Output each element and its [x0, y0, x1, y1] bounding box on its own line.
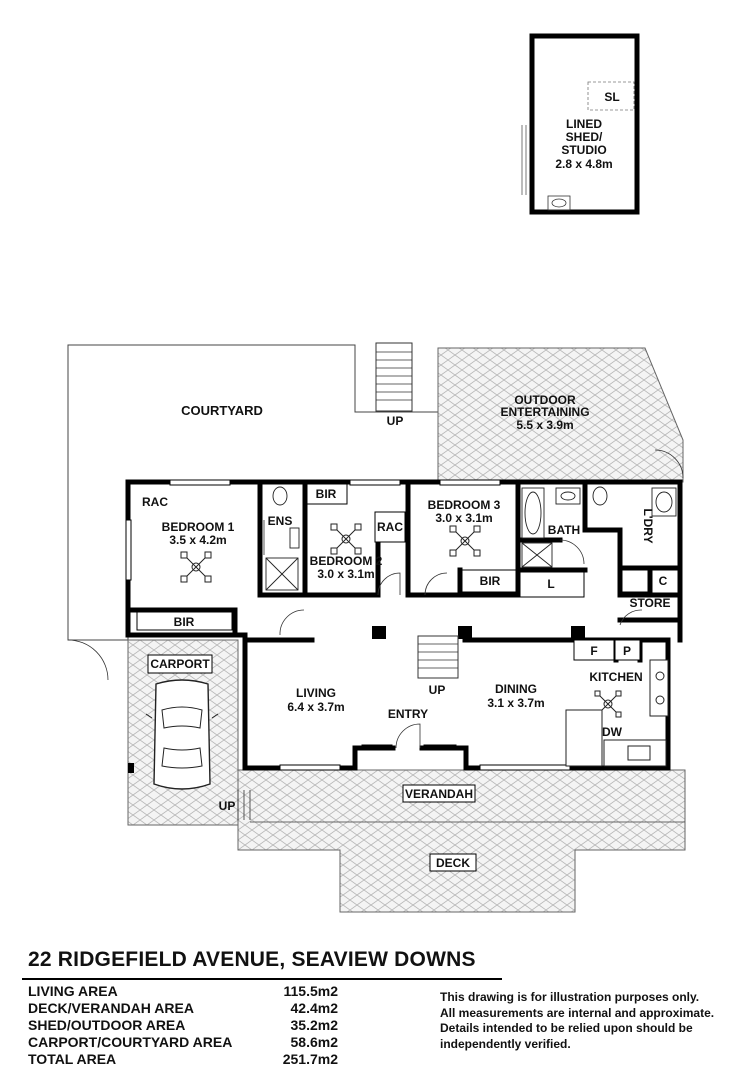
address-underline — [22, 978, 502, 980]
deck-label: DECK — [436, 856, 470, 870]
outdoor-size: 5.5 x 3.9m — [516, 418, 573, 432]
carport-label: CARPORT — [150, 657, 210, 671]
verandah-label: VERANDAH — [405, 787, 473, 801]
bir-label-bedroom2: BIR — [316, 487, 337, 501]
shed-label-line3: STUDIO — [561, 143, 606, 157]
up-label-entry: UP — [429, 683, 446, 697]
car-icon — [145, 679, 219, 790]
living-size: 6.4 x 3.7m — [287, 700, 344, 714]
bedroom3-label: BEDROOM 3 — [428, 498, 501, 512]
bedroom2-label: BEDROOM 2 — [310, 554, 383, 568]
disclaimer-line: Details intended to be relied upon shoul… — [440, 1021, 693, 1035]
ceiling-fan-icons — [180, 523, 622, 718]
stairs-courtyard: UP — [375, 342, 413, 428]
area-value: 58.6m2 — [290, 1034, 338, 1050]
fridge-label: F — [590, 644, 597, 658]
disclaimer: This drawing is for illustration purpose… — [440, 990, 740, 1052]
pillars — [372, 626, 585, 639]
rac-label-bedroom2: RAC — [377, 520, 403, 534]
area-value: 35.2m2 — [290, 1017, 338, 1033]
built-ins — [136, 483, 649, 661]
outdoor-label-2: ENTERTAINING — [500, 405, 589, 419]
area-row: LIVING AREA 115.5m2 — [28, 983, 338, 1000]
linen-label: L — [547, 577, 554, 591]
area-value: 115.5m2 — [283, 983, 339, 999]
bath-label: BATH — [548, 523, 580, 537]
ensuite-label: ENS — [268, 514, 293, 528]
shed-size: 2.8 x 4.8m — [555, 157, 612, 171]
disclaimer-line: All measurements are internal and approx… — [440, 1005, 715, 1020]
shed-label-line1: LINED — [566, 117, 602, 131]
pantry-label: P — [623, 644, 631, 658]
area-name: SHED/OUTDOOR AREA — [28, 1017, 186, 1033]
bir-label-bedroom1: BIR — [174, 615, 195, 629]
area-row: TOTAL AREA 251.7m2 — [28, 1051, 338, 1068]
plan-footer: 22 RIDGEFIELD AVENUE, SEAVIEW DOWNS LIVI… — [0, 940, 750, 1070]
property-address: 22 RIDGEFIELD AVENUE, SEAVIEW DOWNS — [28, 948, 476, 971]
area-name: TOTAL AREA — [28, 1051, 117, 1067]
rac-label-bedroom1: RAC — [142, 495, 168, 509]
room-labels: RAC BEDROOM 1 3.5 x 4.2m ENS BIR RAC BED… — [142, 487, 671, 739]
entry-label: ENTRY — [388, 707, 428, 721]
laundry-label: L'DRY — [641, 508, 655, 543]
disclaimer-line: independently verified. — [440, 1036, 571, 1051]
up-label-courtyard: UP — [387, 414, 404, 428]
area-name: CARPORT/COURTYARD AREA — [28, 1034, 233, 1050]
living-label: LIVING — [296, 686, 336, 700]
area-value: 251.7m2 — [282, 1051, 338, 1067]
outdoor-entertaining: OUTDOOR ENTERTAINING 5.5 x 3.9m — [437, 347, 684, 483]
area-name: DECK/VERANDAH AREA — [28, 1000, 194, 1016]
dishwasher-label: DW — [602, 725, 623, 739]
disclaimer-line: This drawing is for illustration purpose… — [440, 990, 700, 1004]
door-arcs — [263, 520, 643, 636]
bedroom2-size: 3.0 x 3.1m — [317, 567, 374, 581]
up-label-carport: UP — [219, 799, 236, 813]
bedroom1-size: 3.5 x 4.2m — [169, 533, 226, 547]
area-value: 42.4m2 — [290, 1000, 338, 1016]
verandah-deck: VERANDAH DECK UP — [219, 769, 686, 913]
store-label: STORE — [629, 596, 670, 610]
dining-size: 3.1 x 3.7m — [487, 696, 544, 710]
floor-plan: SL LINED SHED/ STUDIO 2.8 x 4.8m COURTYA… — [67, 33, 686, 913]
area-table: LIVING AREA 115.5m2 DECK/VERANDAH AREA 4… — [28, 983, 338, 1068]
carport: CARPORT — [127, 639, 239, 826]
area-row: CARPORT/COURTYARD AREA 58.6m2 — [28, 1034, 338, 1051]
entry-porch — [352, 723, 469, 771]
shed-studio: SL LINED SHED/ STUDIO 2.8 x 4.8m — [521, 33, 640, 215]
shed-label-line2: SHED/ — [566, 130, 603, 144]
cupboard-c-label: C — [659, 574, 668, 588]
outdoor-label-1: OUTDOOR — [514, 393, 576, 407]
area-row: SHED/OUTDOOR AREA 35.2m2 — [28, 1017, 338, 1034]
area-name: LIVING AREA — [28, 983, 118, 999]
bir-label-bedroom3: BIR — [480, 574, 501, 588]
kitchen-label: KITCHEN — [589, 670, 642, 684]
bedroom3-size: 3.0 x 3.1m — [435, 511, 492, 525]
area-row: DECK/VERANDAH AREA 42.4m2 — [28, 1000, 338, 1017]
bedroom1-label: BEDROOM 1 — [162, 520, 235, 534]
stairs-entry: UP — [417, 635, 459, 697]
dining-label: DINING — [495, 682, 537, 696]
shed-sl-label: SL — [604, 90, 619, 104]
kitchen-counters — [565, 659, 669, 767]
fixtures — [265, 486, 677, 591]
courtyard-label: COURTYARD — [181, 403, 263, 418]
